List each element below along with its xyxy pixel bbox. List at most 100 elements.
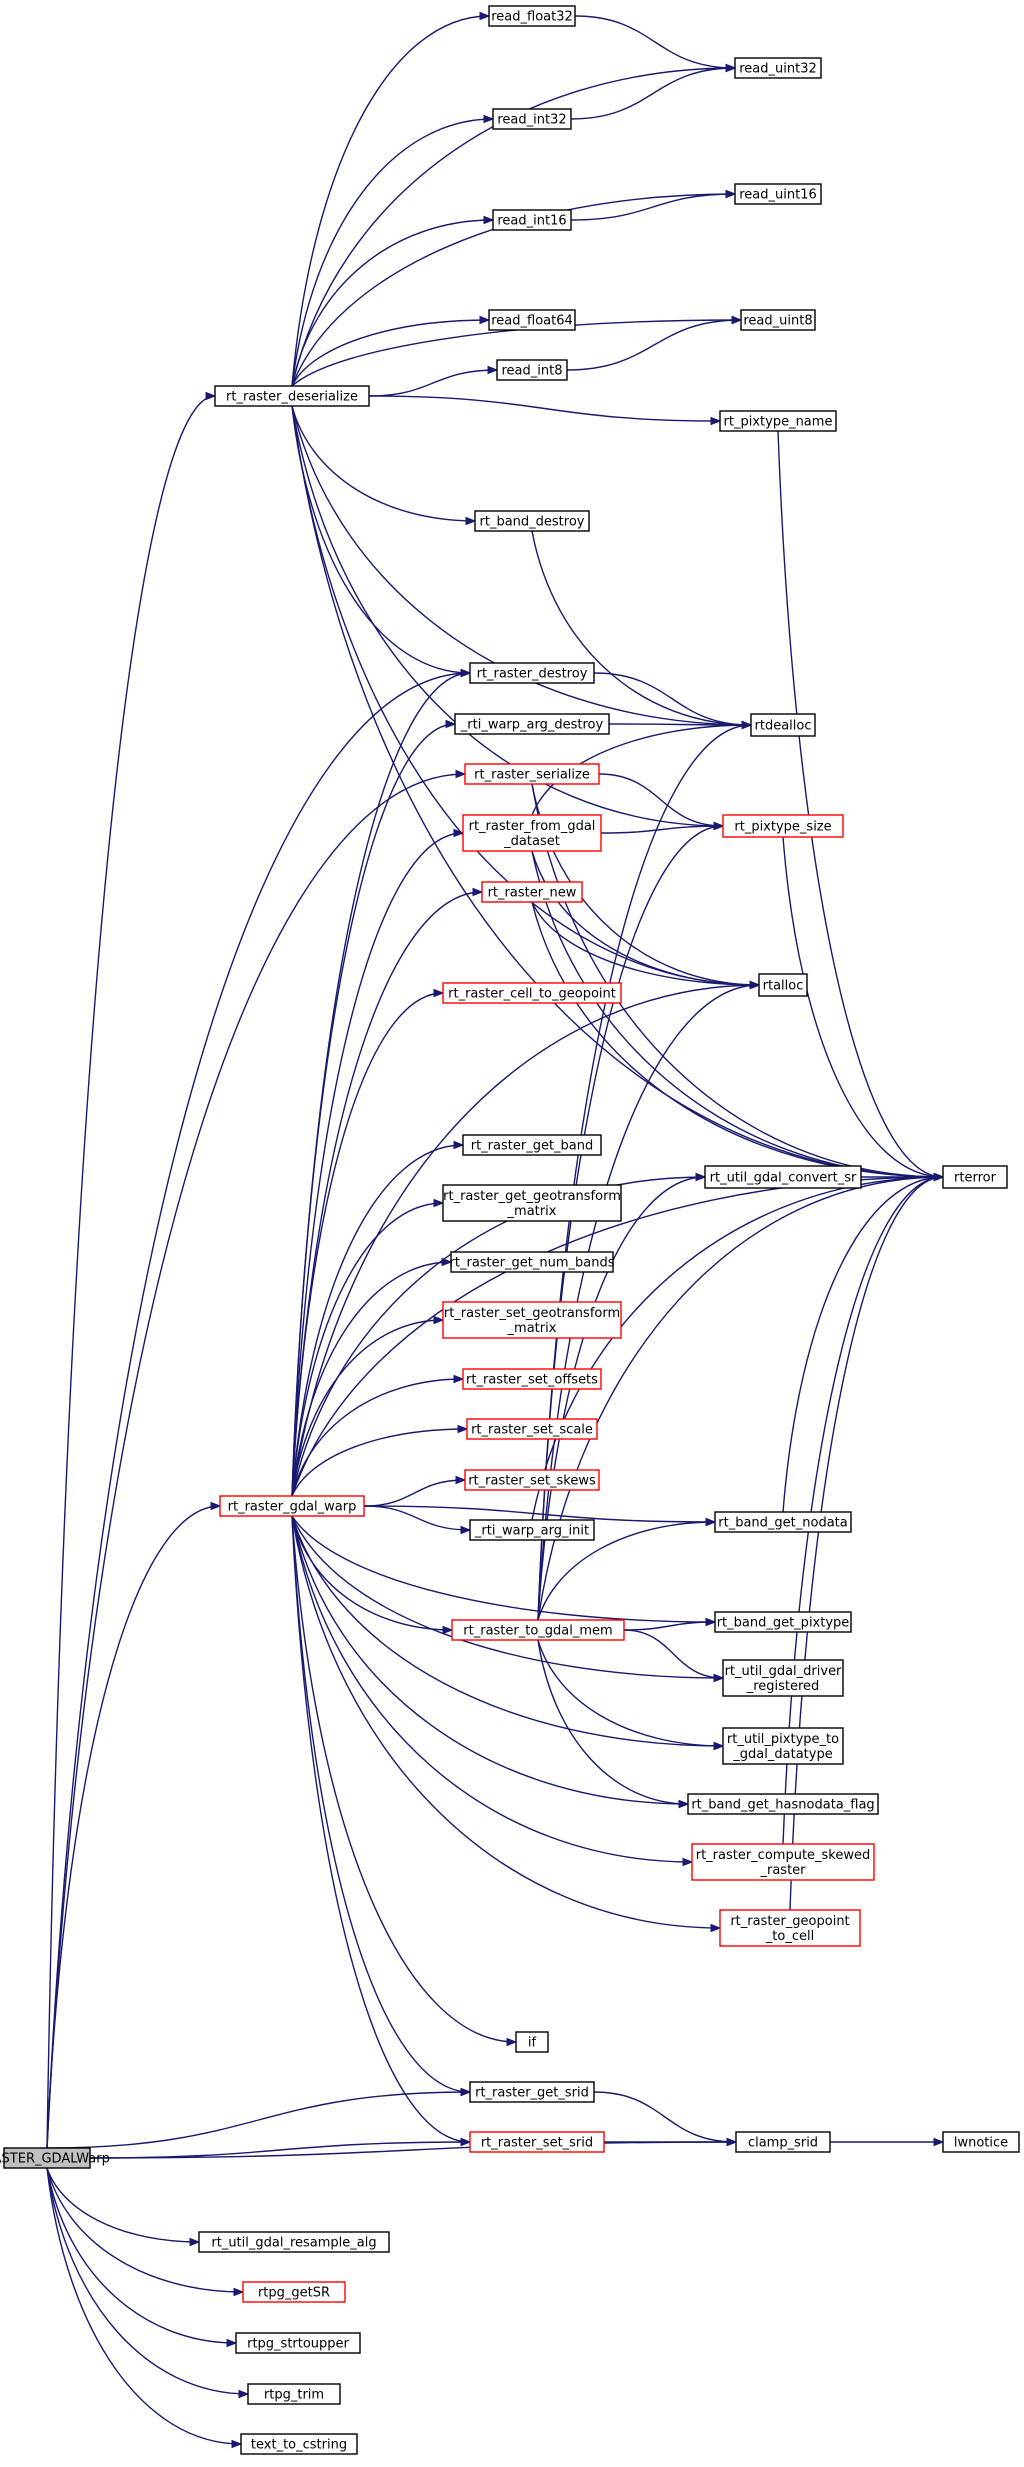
node-rt_util_gdal_resample_alg[interactable]: rt_util_gdal_resample_alg [198, 2231, 390, 2253]
node-box-rt_band_get_nodata[interactable] [714, 1511, 852, 1533]
node-box-rt_band_get_pixtype[interactable] [714, 1611, 852, 1633]
node-rt_util_gdal_convert_sr[interactable]: rt_util_gdal_convert_sr [704, 1165, 862, 1189]
node-rt_band_get_pixtype[interactable]: rt_band_get_pixtype [714, 1611, 852, 1633]
node-rt_raster_from_gdal_dataset[interactable]: rt_raster_from_gdal_dataset [462, 814, 602, 852]
node-read_uint8[interactable]: read_uint8 [740, 309, 816, 331]
node-box-rtpg_trim[interactable] [247, 2383, 341, 2405]
node-rtdealloc[interactable]: rtdealloc [750, 713, 816, 737]
node-box-rt_raster_set_srid[interactable] [469, 2131, 605, 2153]
node-box-rt_raster_get_band[interactable] [462, 1134, 602, 1156]
node-box-rtalloc[interactable] [758, 973, 808, 997]
node-rt_raster_destroy[interactable]: rt_raster_destroy [469, 662, 595, 684]
node-rt_raster_to_gdal_mem[interactable]: rt_raster_to_gdal_mem [451, 1619, 625, 1641]
node-box-text_to_cstring[interactable] [240, 2433, 358, 2455]
node-box-lwnotice[interactable] [942, 2131, 1020, 2153]
node-read_float32[interactable]: read_float32 [488, 5, 576, 27]
node-box-read_float32[interactable] [488, 5, 576, 27]
node-rt_raster_get_srid[interactable]: rt_raster_get_srid [469, 2081, 595, 2103]
node-box-rt_raster_get_srid[interactable] [469, 2081, 595, 2103]
node-box-rt_raster_to_gdal_mem[interactable] [451, 1619, 625, 1641]
node-if[interactable]: if [515, 2031, 549, 2053]
node-box-rt_util_gdal_convert_sr[interactable] [704, 1165, 862, 1189]
node-rt_raster_serialize[interactable]: rt_raster_serialize [464, 763, 600, 785]
node-rt_raster_compute_skewed_raster[interactable]: rt_raster_compute_skewed_raster [691, 1843, 875, 1881]
node-read_uint16[interactable]: read_uint16 [734, 183, 822, 205]
node-box-rt_band_destroy[interactable] [474, 510, 590, 532]
node-rtalloc[interactable]: rtalloc [758, 973, 808, 997]
node-box-rt_raster_set_offsets[interactable] [462, 1368, 602, 1390]
node-box-rt_raster_new[interactable] [481, 881, 583, 903]
node-rt_raster_set_skews[interactable]: rt_raster_set_skews [464, 1469, 600, 1491]
node-rterror[interactable]: rterror [942, 1165, 1008, 1189]
node-box-read_uint16[interactable] [734, 183, 822, 205]
node-rt_util_pixtype_to_gdal_datatype[interactable]: rt_util_pixtype_to_gdal_datatype [722, 1727, 844, 1765]
node-box-clamp_srid[interactable] [735, 2131, 831, 2153]
node-clamp_srid[interactable]: clamp_srid [735, 2131, 831, 2153]
node-text_to_cstring[interactable]: text_to_cstring [240, 2433, 358, 2455]
node-box-rt_raster_set_geotransform_matrix[interactable] [442, 1301, 622, 1339]
node-box-_rti_warp_arg_destroy[interactable] [454, 713, 610, 735]
node-rtpg_strtoupper[interactable]: rtpg_strtoupper [235, 2332, 361, 2354]
node-read_uint32[interactable]: read_uint32 [734, 57, 822, 79]
node-rt_raster_get_num_bands[interactable]: rt_raster_get_num_bands [450, 1251, 615, 1273]
node-_rti_warp_arg_init[interactable]: _rti_warp_arg_init [469, 1519, 595, 1541]
node-rt_raster_set_srid[interactable]: rt_raster_set_srid [469, 2131, 605, 2153]
node-rt_band_get_nodata[interactable]: rt_band_get_nodata [714, 1511, 852, 1533]
node-box-rt_raster_compute_skewed_raster[interactable] [691, 1843, 875, 1881]
node-rt_raster_set_scale[interactable]: rt_raster_set_scale [466, 1418, 598, 1440]
node-box-read_uint32[interactable] [734, 57, 822, 79]
node-box-RASTER_GDALWarp[interactable] [3, 2147, 91, 2169]
node-box-rterror[interactable] [942, 1165, 1008, 1189]
node-box-rt_pixtype_name[interactable] [719, 410, 837, 432]
node-box-if[interactable] [515, 2031, 549, 2053]
node-box-rt_util_pixtype_to_gdal_datatype[interactable] [722, 1727, 844, 1765]
node-rt_pixtype_name[interactable]: rt_pixtype_name [719, 410, 837, 432]
node-box-rt_raster_geopoint_to_cell[interactable] [719, 1909, 861, 1947]
node-rt_raster_get_geotransform_matrix[interactable]: rt_raster_get_geotransform_matrix [442, 1184, 622, 1222]
node-rt_raster_new[interactable]: rt_raster_new [481, 881, 583, 903]
node-read_int8[interactable]: read_int8 [496, 359, 568, 381]
node-box-read_int16[interactable] [492, 209, 572, 231]
node-read_int16[interactable]: read_int16 [492, 209, 572, 231]
node-rt_raster_deserialize[interactable]: rt_raster_deserialize [214, 385, 370, 407]
node-rt_util_gdal_driver_registered[interactable]: rt_util_gdal_driver_registered [722, 1659, 844, 1697]
node-rt_raster_set_offsets[interactable]: rt_raster_set_offsets [462, 1368, 602, 1390]
node-box-rtdealloc[interactable] [750, 713, 816, 737]
node-box-read_int32[interactable] [492, 108, 572, 130]
node-box-rt_util_gdal_resample_alg[interactable] [198, 2231, 390, 2253]
node-read_float64[interactable]: read_float64 [488, 309, 576, 331]
node-box-rt_raster_cell_to_geopoint[interactable] [442, 982, 622, 1004]
node-rtpg_getSR[interactable]: rtpg_getSR [242, 2281, 346, 2303]
node-rt_raster_geopoint_to_cell[interactable]: rt_raster_geopoint_to_cell [719, 1909, 861, 1947]
node-rt_raster_gdal_warp[interactable]: rt_raster_gdal_warp [219, 1495, 365, 1517]
node-box-rt_raster_destroy[interactable] [469, 662, 595, 684]
node-box-rtpg_getSR[interactable] [242, 2281, 346, 2303]
node-rt_band_destroy[interactable]: rt_band_destroy [474, 510, 590, 532]
node-box-read_uint8[interactable] [740, 309, 816, 331]
node-box-read_float64[interactable] [488, 309, 576, 331]
node-box-rt_raster_from_gdal_dataset[interactable] [462, 814, 602, 852]
node-rt_raster_set_geotransform_matrix[interactable]: rt_raster_set_geotransform_matrix [442, 1301, 622, 1339]
node-RASTER_GDALWarp[interactable]: RASTER_GDALWarp [0, 2147, 110, 2169]
node-box-rt_raster_set_skews[interactable] [464, 1469, 600, 1491]
node-box-rt_raster_gdal_warp[interactable] [219, 1495, 365, 1517]
node-box-rt_raster_deserialize[interactable] [214, 385, 370, 407]
node-rt_raster_cell_to_geopoint[interactable]: rt_raster_cell_to_geopoint [442, 982, 622, 1004]
node-box-rt_util_gdal_driver_registered[interactable] [722, 1659, 844, 1697]
node-rt_band_get_hasnodata_flag[interactable]: rt_band_get_hasnodata_flag [687, 1793, 879, 1815]
node-box-read_int8[interactable] [496, 359, 568, 381]
node-box-rtpg_strtoupper[interactable] [235, 2332, 361, 2354]
node-rt_pixtype_size[interactable]: rt_pixtype_size [722, 814, 844, 838]
node-read_int32[interactable]: read_int32 [492, 108, 572, 130]
node-lwnotice[interactable]: lwnotice [942, 2131, 1020, 2153]
node-box-rt_raster_get_num_bands[interactable] [450, 1251, 614, 1273]
node-box-_rti_warp_arg_init[interactable] [469, 1519, 595, 1541]
node-box-rt_pixtype_size[interactable] [722, 814, 844, 838]
node-box-rt_raster_get_geotransform_matrix[interactable] [442, 1184, 622, 1222]
node-_rti_warp_arg_destroy[interactable]: _rti_warp_arg_destroy [454, 713, 610, 735]
node-box-rt_raster_set_scale[interactable] [466, 1418, 598, 1440]
node-rtpg_trim[interactable]: rtpg_trim [247, 2383, 341, 2405]
node-rt_raster_get_band[interactable]: rt_raster_get_band [462, 1134, 602, 1156]
node-box-rt_band_get_hasnodata_flag[interactable] [687, 1793, 879, 1815]
node-box-rt_raster_serialize[interactable] [464, 763, 600, 785]
